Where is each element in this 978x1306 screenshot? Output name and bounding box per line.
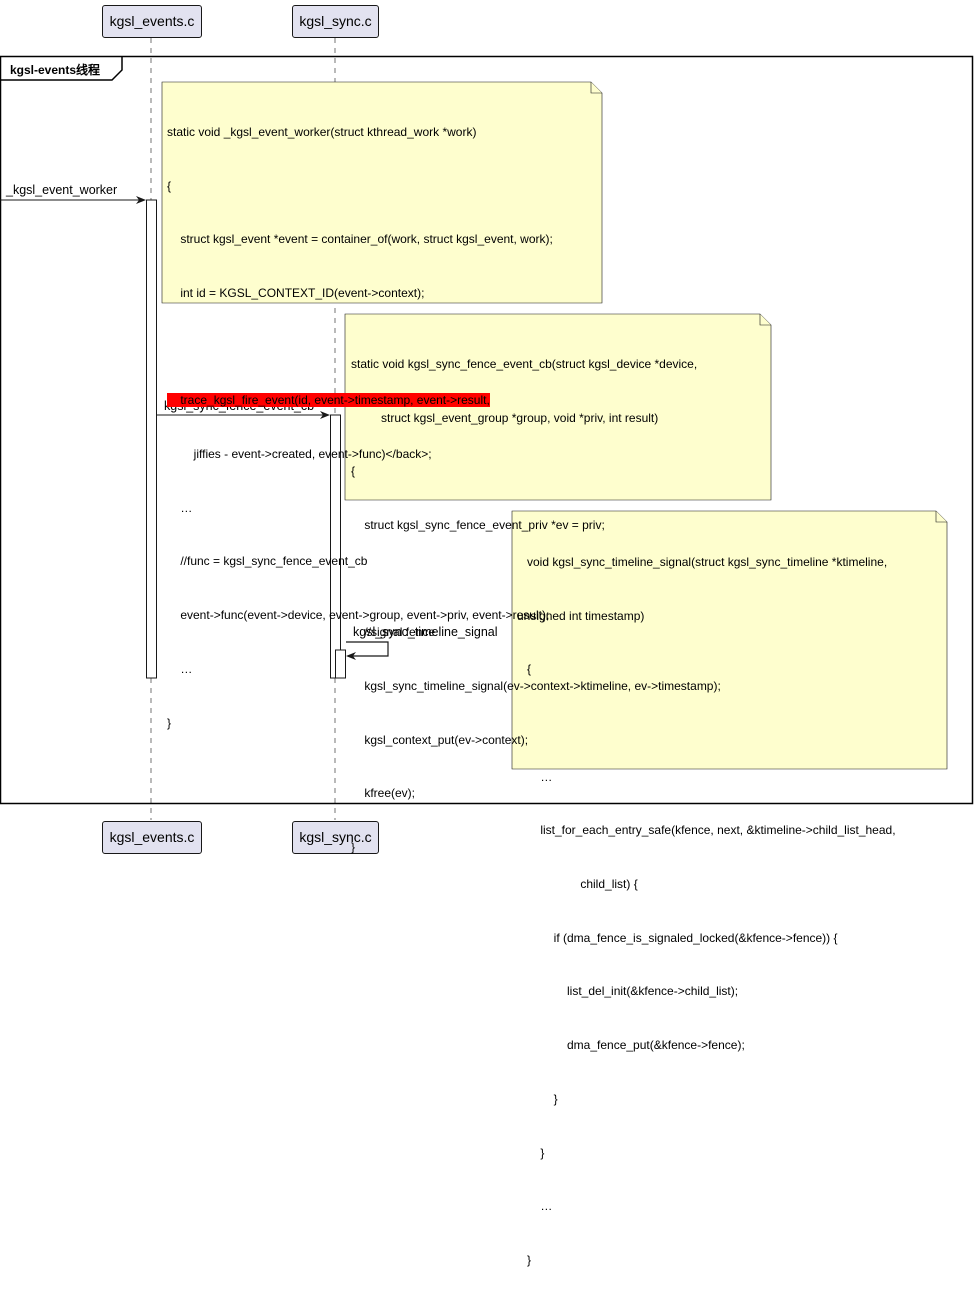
message-label-3: kgsl_sync_timeline_signal (353, 625, 498, 639)
note-3-line: … (517, 1199, 553, 1214)
group-label: kgsl-events线程 (10, 63, 101, 77)
note-3-shape (511, 510, 948, 770)
activation-events (146, 199, 157, 679)
note-1-line: struct kgsl_event *event = container_of(… (167, 232, 553, 247)
note-3: void kgsl_sync_timeline_signal(struct kg… (517, 518, 896, 1306)
note-3-line: … (517, 769, 553, 784)
note-1-line: jiffies - event->created, event->func)</… (167, 447, 432, 462)
participant-sync-top: kgsl_sync.c (292, 5, 379, 38)
note-3-line: unsigned int timestamp) (517, 608, 645, 623)
group-frame (0, 55, 974, 805)
note-1-line: } (167, 715, 172, 730)
note-3-line: dma_fence_put(&kfence->fence); (517, 1038, 745, 1053)
note-2-fold (759, 314, 771, 326)
note-1-line: //func = kgsl_sync_fence_event_cb (167, 554, 368, 569)
note-1-line: { (167, 178, 172, 193)
note-2-line: kgsl_sync_timeline_signal(ev->context->k… (351, 679, 721, 694)
note-3-line: } (517, 1091, 558, 1106)
note-1-line: int id = KGSL_CONTEXT_ID(event->context)… (167, 285, 425, 300)
participant-events-top: kgsl_events.c (102, 5, 202, 38)
note-3-line: if (dma_fence_is_signaled_locked(&kfence… (517, 930, 838, 945)
arrowhead-m1 (136, 196, 146, 204)
note-3-line: list_del_init(&kfence->child_list); (517, 984, 739, 999)
note-2-line: struct kgsl_event_group *group, void *pr… (351, 410, 659, 425)
note-2-line: kfree(ev); (351, 786, 416, 801)
arrow-m3 (346, 641, 389, 657)
message-label-1: _kgsl_event_worker (6, 183, 118, 197)
note-2-line: kgsl_context_put(ev->context); (351, 732, 529, 747)
note-1-line: … (167, 661, 193, 676)
note-3-line: void kgsl_sync_timeline_signal(struct kg… (517, 554, 888, 569)
note-3-line: } (517, 1252, 532, 1267)
note-1-shape (161, 81, 603, 304)
note-1-line: event->func(event->device, event->group,… (167, 608, 550, 623)
note-3-line (517, 715, 896, 733)
note-1-highlighted-line: trace_kgsl_fire_event(id, event->timesta… (167, 393, 490, 408)
arrowhead-m3 (346, 652, 356, 660)
note-2-line: } (351, 840, 356, 855)
note-1-line: static void _kgsl_event_worker(struct kt… (167, 124, 477, 139)
note-3-line: list_for_each_entry_safe(kfence, next, &… (517, 823, 896, 838)
activation-sync-nested (335, 649, 346, 679)
note-1: static void _kgsl_event_worker(struct kt… (167, 88, 553, 768)
group-tab (0, 56, 123, 81)
diagram-canvas (0, 38, 974, 820)
note-2-shape (344, 313, 772, 501)
note-2-line: //signal fence (351, 625, 436, 640)
sequence-diagram: kgsl_events.c kgsl_sync.c kgsl_events.c … (0, 5, 974, 1267)
participant-sync-bottom: kgsl_sync.c (292, 821, 379, 854)
note-3-line: { (517, 662, 532, 677)
note-2-line: struct kgsl_sync_fence_event_priv *ev = … (351, 517, 605, 532)
note-2-line: { (351, 464, 356, 479)
note-3-fold (935, 511, 947, 523)
note-3-line: } (517, 1145, 545, 1160)
note-2-line: static void kgsl_sync_fence_event_cb(str… (351, 356, 698, 371)
arrowhead-m2 (320, 411, 330, 419)
note-3-line: child_list) { (517, 877, 638, 892)
note-2: static void kgsl_sync_fence_event_cb(str… (351, 320, 721, 893)
note-1-fold (590, 82, 602, 94)
participant-events-bottom: kgsl_events.c (102, 821, 202, 854)
note-1-line: … (167, 500, 193, 515)
